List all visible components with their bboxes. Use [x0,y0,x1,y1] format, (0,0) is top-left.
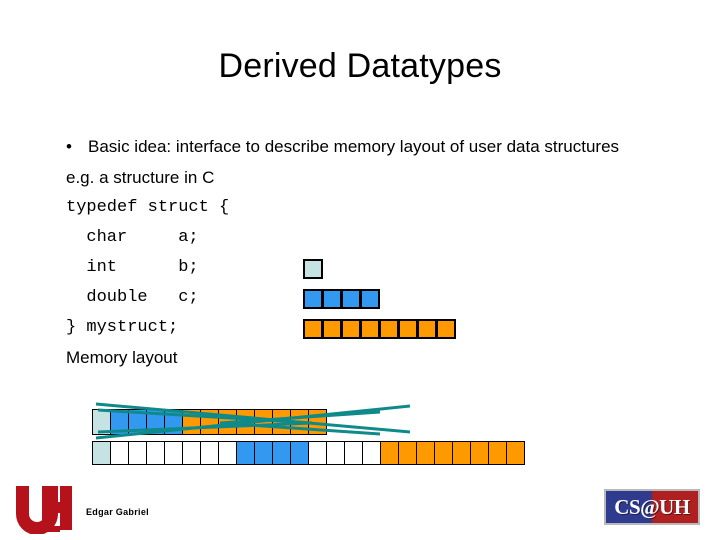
byte-cell [360,289,380,309]
byte-cell [254,441,273,465]
byte-cell [272,409,291,435]
byte-cell [254,409,273,435]
byte-cell [303,289,323,309]
uh-logo [16,486,72,534]
byte-cell [290,441,309,465]
byte-cell [434,441,453,465]
slide-body: • Basic idea: interface to describe memo… [66,136,656,369]
byte-cell [200,409,219,435]
byte-cell [398,441,417,465]
intro-line: e.g. a structure in C [66,168,215,187]
memory-row-padded [92,441,525,465]
byte-cell [128,409,147,435]
code-block: typedef struct { char a; int b; double c… [66,193,656,343]
byte-cell [303,259,323,279]
byte-cell [236,409,255,435]
byte-cell [218,441,237,465]
byte-cell [322,319,342,339]
byte-cell [379,319,399,339]
byte-cell [488,441,507,465]
byte-cell [272,441,291,465]
byte-cell [92,409,111,435]
swatch-row-int [303,289,380,309]
byte-cell [436,319,456,339]
memory-row-packed [92,409,327,435]
code-line: } mystruct; [66,318,179,337]
byte-cell [326,441,345,465]
code-line: typedef struct { [66,198,230,217]
byte-cell [452,441,471,465]
byte-cell [236,441,255,465]
memory-layout-label: Memory layout [66,348,178,367]
byte-cell [506,441,525,465]
byte-cell [92,441,111,465]
swatch-row-double [303,319,456,339]
byte-cell [290,409,309,435]
byte-cell [341,319,361,339]
csuh-logo: CS@UH [604,489,700,525]
byte-cell [380,441,399,465]
bullet-text: Basic idea: interface to describe memory… [88,137,620,156]
code-line: double c; [66,288,199,307]
byte-cell [303,319,323,339]
code-line: int b; [66,258,199,277]
byte-cell [398,319,418,339]
byte-cell [146,409,165,435]
byte-cell [164,441,183,465]
page-title: Derived Datatypes [218,47,502,85]
byte-cell [308,441,327,465]
byte-cell [164,409,183,435]
byte-cell [182,409,201,435]
byte-cell [470,441,489,465]
byte-cell [200,441,219,465]
byte-cell [182,441,201,465]
byte-cell [146,441,165,465]
byte-cell [110,441,129,465]
byte-cell [362,441,381,465]
byte-cell [218,409,237,435]
byte-cell [110,409,129,435]
csuh-logo-text: CS@UH [614,494,690,519]
author-name: Edgar Gabriel [86,507,149,517]
swatch-row-char [303,259,323,279]
byte-cell [417,319,437,339]
byte-cell [416,441,435,465]
byte-cell [341,289,361,309]
byte-cell [344,441,363,465]
byte-cell [360,319,380,339]
byte-cell [128,441,147,465]
byte-cell [322,289,342,309]
byte-cell [308,409,327,435]
bullet-item: • Basic idea: interface to describe memo… [66,136,656,158]
bullet-marker-icon: • [66,137,72,156]
code-line: char a; [66,228,199,247]
